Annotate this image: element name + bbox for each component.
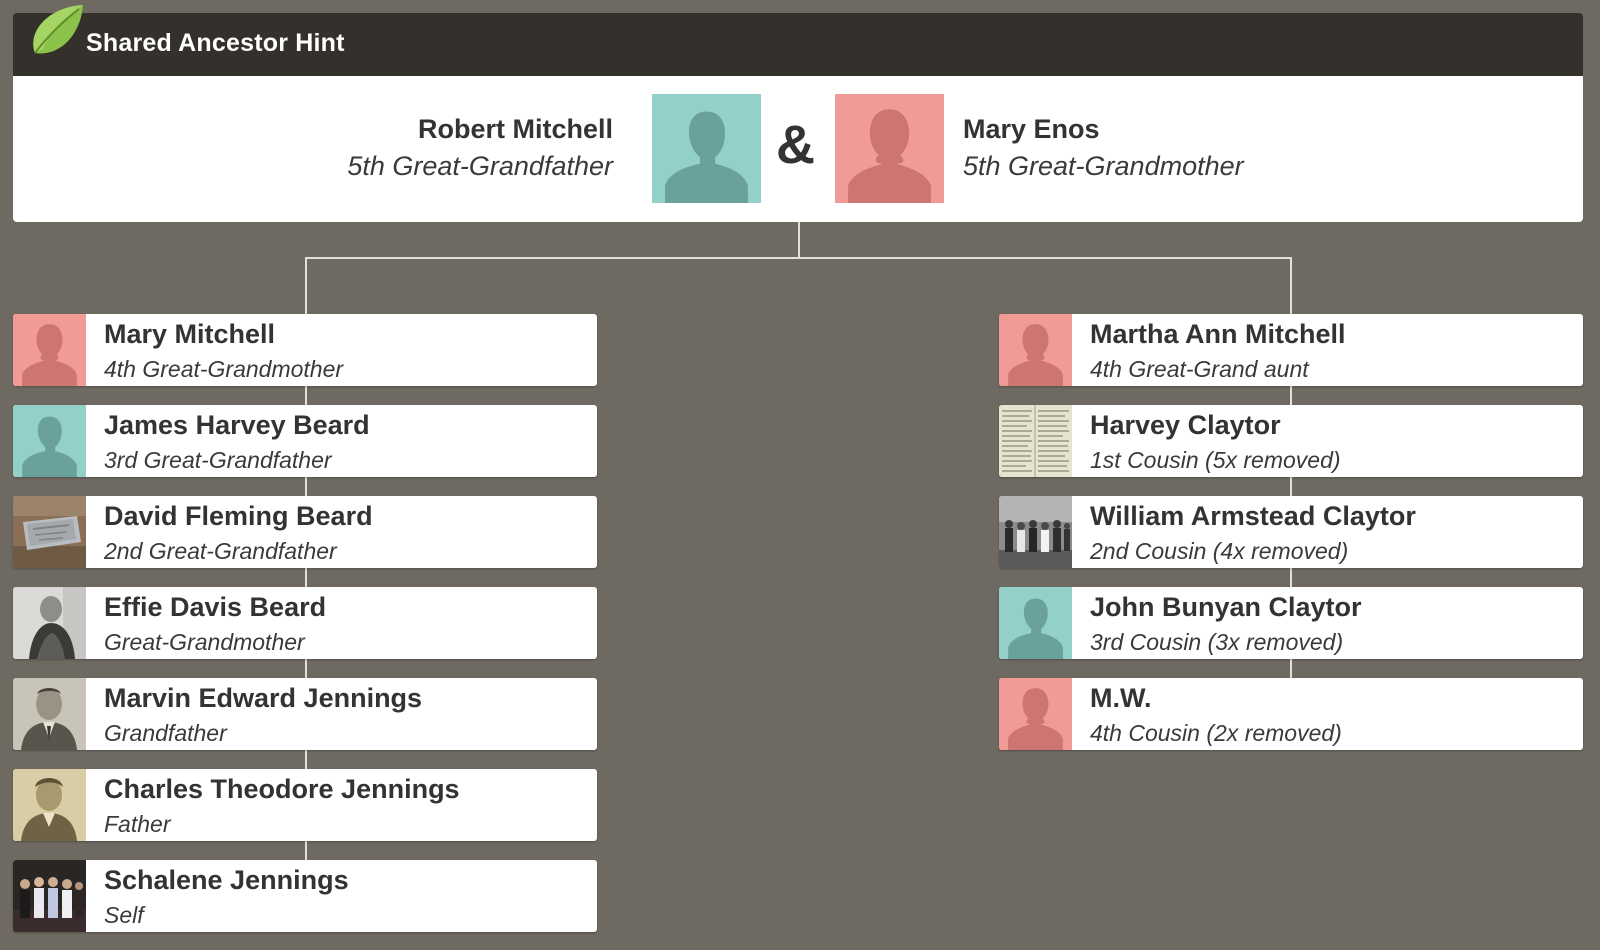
person-relation: Self <box>104 902 144 928</box>
shared-ancestor-couple: Robert Mitchell 5th Great-Grandfather & … <box>13 76 1583 222</box>
group-photo <box>13 860 86 932</box>
ancestor-robert-mitchell[interactable]: Robert Mitchell 5th Great-Grandfather <box>347 114 613 182</box>
person-name: Schalene Jennings <box>104 865 349 895</box>
person-card[interactable]: John Bunyan Claytor 3rd Cousin (3x remov… <box>999 587 1583 659</box>
male-silhouette-icon <box>999 587 1072 659</box>
person-relation: 4th Cousin (2x removed) <box>1090 720 1342 746</box>
person-name: M.W. <box>1090 683 1152 713</box>
hint-title: Shared Ancestor Hint <box>86 29 345 57</box>
person-name: Martha Ann Mitchell <box>1090 319 1346 349</box>
ampersand: & <box>776 115 815 175</box>
person-card[interactable]: Charles Theodore Jennings Father <box>13 769 597 841</box>
person-relation: Father <box>104 811 171 837</box>
female-silhouette-icon <box>13 314 86 386</box>
leaf-icon <box>33 5 83 54</box>
tree-connector <box>798 222 800 259</box>
tree-connector <box>305 257 307 893</box>
male-silhouette-icon <box>13 405 86 477</box>
portrait-photo <box>13 678 86 750</box>
person-relation: 4th Great-Grandmother <box>104 356 344 382</box>
person-name: Marvin Edward Jennings <box>104 683 423 713</box>
male-silhouette-icon[interactable] <box>652 94 761 203</box>
hint-titlebar: Shared Ancestor Hint <box>13 5 1583 76</box>
person-card[interactable]: Martha Ann Mitchell 4th Great-Grand aunt <box>999 314 1583 386</box>
portrait-photo <box>13 769 86 841</box>
tree-connector <box>305 257 1292 259</box>
tree-connector <box>1290 257 1292 711</box>
female-silhouette-icon <box>999 314 1072 386</box>
person-card[interactable]: Harvey Claytor 1st Cousin (5x removed) <box>999 405 1583 477</box>
person-name: John Bunyan Claytor <box>1090 592 1362 622</box>
person-card[interactable]: Effie Davis Beard Great-Grandmother <box>13 587 597 659</box>
person-card[interactable]: Mary Mitchell 4th Great-Grandmother <box>13 314 597 386</box>
person-relation: 2nd Cousin (4x removed) <box>1090 538 1349 564</box>
person-relation: 3rd Great-Grandfather <box>104 447 332 473</box>
document-photo <box>999 405 1072 477</box>
ancestor-relation: 5th Great-Grandfather <box>347 151 613 181</box>
female-silhouette-icon[interactable] <box>835 94 944 203</box>
person-relation: 1st Cousin (5x removed) <box>1090 447 1341 473</box>
person-name: Mary Mitchell <box>104 319 276 349</box>
person-card[interactable]: James Harvey Beard 3rd Great-Grandfather <box>13 405 597 477</box>
person-name: Effie Davis Beard <box>104 592 327 622</box>
person-card[interactable]: Schalene Jennings Self <box>13 860 597 932</box>
ancestor-name: Mary Enos <box>963 114 1100 144</box>
person-card[interactable]: M.W. 4th Cousin (2x removed) <box>999 678 1583 750</box>
person-card[interactable]: William Armstead Claytor 2nd Cousin (4x … <box>999 496 1583 568</box>
person-name: James Harvey Beard <box>104 410 370 440</box>
person-card[interactable]: Marvin Edward Jennings Grandfather <box>13 678 597 750</box>
ancestor-mary-enos[interactable]: Mary Enos 5th Great-Grandmother <box>963 114 1244 182</box>
person-relation: 3rd Cousin (3x removed) <box>1090 629 1344 655</box>
person-relation: Grandfather <box>104 720 227 746</box>
portrait-photo <box>13 587 86 659</box>
person-card[interactable]: David Fleming Beard 2nd Great-Grandfathe… <box>13 496 597 568</box>
person-name: David Fleming Beard <box>104 501 373 531</box>
group-photo <box>999 496 1072 568</box>
female-silhouette-icon <box>999 678 1072 750</box>
person-relation: 2nd Great-Grandfather <box>104 538 337 564</box>
person-relation: 4th Great-Grand aunt <box>1090 356 1309 382</box>
ancestor-relation: 5th Great-Grandmother <box>963 151 1244 181</box>
person-name: William Armstead Claytor <box>1090 501 1416 531</box>
gravestone-photo <box>13 496 86 568</box>
ancestor-name: Robert Mitchell <box>417 114 613 144</box>
person-relation: Great-Grandmother <box>104 629 305 655</box>
person-name: Harvey Claytor <box>1090 410 1281 440</box>
person-name: Charles Theodore Jennings <box>104 774 460 804</box>
